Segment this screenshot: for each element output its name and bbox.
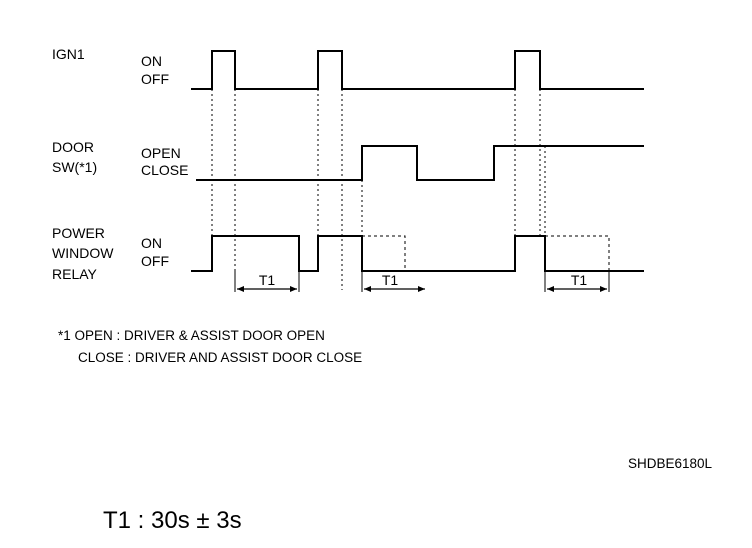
ign1-label: IGN1 (52, 46, 85, 62)
relay-label-line3: RELAY (52, 266, 98, 282)
t1-definition: T1 : 30s ± 3s (103, 507, 242, 534)
footnote-open: *1 OPEN : DRIVER & ASSIST DOOR OPEN (58, 328, 325, 343)
figure-code: SHDBE6180L (628, 456, 713, 471)
door-sw-label-line2: SW(*1) (52, 159, 97, 175)
door-sw-label-line1: DOOR (52, 139, 94, 155)
relay-off-label: OFF (141, 253, 169, 269)
t1-label-3: T1 (571, 272, 588, 288)
t1-label-1: T1 (259, 272, 276, 288)
relay-cancelled-extension-2 (545, 235, 610, 271)
relay-label-line2: WINDOW (52, 245, 114, 261)
door-sw-close-label: CLOSE (141, 162, 188, 178)
footnote-close: CLOSE : DRIVER AND ASSIST DOOR CLOSE (78, 350, 362, 365)
door-sw-open-label: OPEN (141, 145, 181, 161)
ign1-waveform (191, 50, 644, 90)
t1-label-2: T1 (382, 272, 399, 288)
relay-on-label: ON (141, 235, 162, 251)
ign1-off-label: OFF (141, 71, 169, 87)
door-sw-waveform (196, 145, 644, 181)
relay-label-line1: POWER (52, 225, 105, 241)
ign1-on-label: ON (141, 53, 162, 69)
relay-waveform (191, 235, 644, 272)
relay-cancelled-extension-1 (362, 235, 406, 271)
